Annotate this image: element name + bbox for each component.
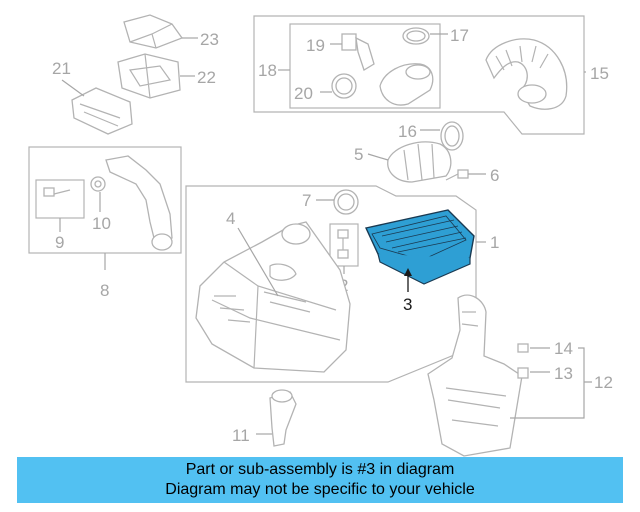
group-18-frame bbox=[289, 23, 441, 109]
callout-12: 12 bbox=[594, 373, 613, 392]
leader-3-arrowhead bbox=[404, 268, 412, 276]
callout-9: 9 bbox=[55, 233, 64, 252]
callout-15: 15 bbox=[590, 64, 609, 83]
part-3-air-filter bbox=[364, 209, 475, 285]
part-11-hose bbox=[269, 389, 297, 447]
group-15-frame bbox=[253, 15, 585, 135]
info-banner: Part or sub-assembly is #3 in diagram Di… bbox=[17, 457, 623, 503]
part-17-clamp bbox=[402, 27, 430, 45]
callout-4: 4 bbox=[226, 209, 235, 228]
leader-4 bbox=[237, 227, 279, 297]
part-maf-housing bbox=[379, 63, 434, 106]
part-23-cover bbox=[123, 14, 184, 49]
part-20-seal bbox=[331, 73, 357, 99]
part-5-boot bbox=[387, 141, 452, 183]
leader-5 bbox=[367, 153, 389, 161]
part-16-clamp bbox=[440, 121, 464, 151]
part-7-seal bbox=[333, 189, 359, 215]
part-8-snorkel bbox=[105, 155, 173, 251]
callout-17: 17 bbox=[450, 26, 469, 45]
callout-19: 19 bbox=[306, 36, 325, 55]
callout-7: 7 bbox=[302, 191, 311, 210]
callout-20: 20 bbox=[294, 84, 313, 103]
callout-13: 13 bbox=[554, 364, 573, 383]
part-12-resonator bbox=[427, 294, 529, 457]
banner-line-2: Diagram may not be specific to your vehi… bbox=[165, 481, 475, 498]
callout-8: 8 bbox=[100, 281, 109, 300]
part-22-air-duct bbox=[117, 53, 181, 99]
callout-16: 16 bbox=[398, 122, 417, 141]
callout-11: 11 bbox=[232, 426, 250, 445]
banner-line-1: Part or sub-assembly is #3 in diagram bbox=[185, 461, 455, 478]
callout-23: 23 bbox=[200, 30, 219, 49]
part-19-sensor bbox=[341, 33, 375, 71]
part-10-grommet bbox=[90, 176, 106, 192]
group-1-frame bbox=[185, 185, 477, 383]
callout-18: 18 bbox=[258, 61, 277, 80]
callout-21: 21 bbox=[52, 59, 71, 78]
part-21-inlet bbox=[71, 87, 133, 135]
leader-12-bracket bbox=[510, 347, 592, 419]
callout-5: 5 bbox=[354, 145, 363, 164]
callout-3: 3 bbox=[403, 295, 412, 314]
callout-1: 1 bbox=[490, 233, 499, 252]
part-15-intake-hose bbox=[485, 38, 568, 110]
callout-10: 10 bbox=[92, 214, 111, 233]
group-9-frame bbox=[35, 179, 85, 219]
callout-14: 14 bbox=[554, 339, 573, 358]
leader-21 bbox=[61, 79, 85, 97]
callout-6: 6 bbox=[490, 166, 499, 185]
part-2-bolt bbox=[337, 229, 349, 259]
part-4-airbox bbox=[195, 221, 351, 373]
part-9-bolt bbox=[43, 187, 71, 197]
callout-22: 22 bbox=[197, 68, 216, 87]
